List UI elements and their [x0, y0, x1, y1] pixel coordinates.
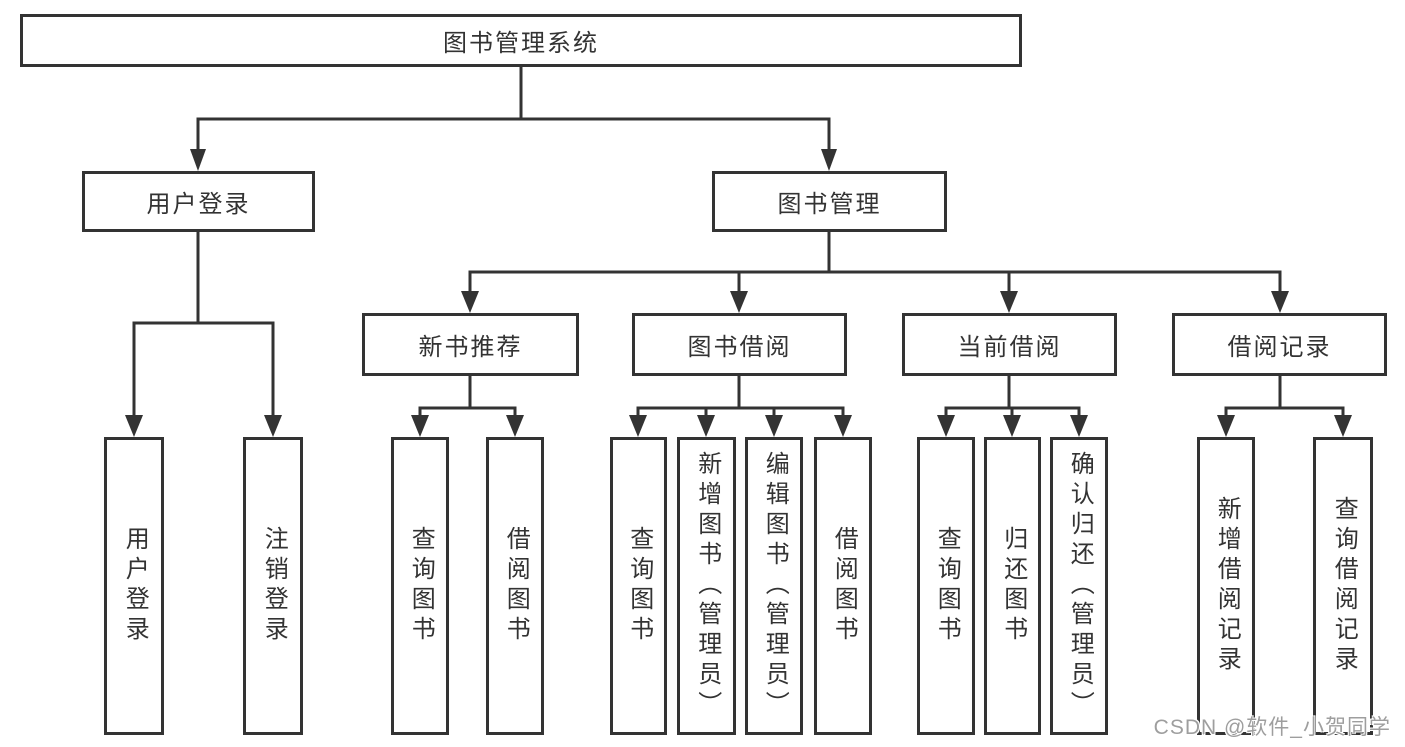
- arrow-down-icon: [190, 149, 206, 171]
- leaf-logout: 注销登录: [243, 437, 303, 735]
- connector-borrowrecords-to-leaves: [1217, 376, 1352, 437]
- leaf-user-login: 用户登录: [104, 437, 164, 735]
- arrow-down-icon: [125, 415, 143, 437]
- leaf-label: 新增图书（管理员）: [693, 451, 721, 721]
- node-label: 新书推荐: [418, 334, 523, 361]
- arrow-down-icon: [506, 415, 524, 437]
- leaf-borrow-book: 借阅图书: [814, 437, 872, 735]
- leaf-query-book-current: 查询图书: [917, 437, 975, 735]
- leaf-edit-book-admin: 编辑图书（管理员）: [745, 437, 803, 735]
- arrow-down-icon: [1334, 415, 1352, 437]
- leaf-add-book-admin: 新增图书（管理员）: [677, 437, 736, 735]
- leaf-label: 注销登录: [260, 526, 288, 646]
- leaf-label: 借阅图书: [830, 526, 858, 646]
- arrow-down-icon: [730, 291, 748, 313]
- arrow-down-icon: [697, 415, 715, 437]
- node-current-borrow: 当前借阅: [902, 313, 1117, 376]
- arrow-down-icon: [834, 415, 852, 437]
- leaf-query-borrow-record: 查询借阅记录: [1313, 437, 1373, 735]
- arrow-down-icon: [1003, 415, 1021, 437]
- leaf-label: 归还图书: [999, 526, 1027, 646]
- arrow-down-icon: [461, 291, 479, 313]
- arrow-down-icon: [765, 415, 783, 437]
- arrow-down-icon: [1217, 415, 1235, 437]
- connector-root-to-level2: [190, 67, 837, 171]
- connector-bookmgmt-to-level3: [461, 232, 1289, 313]
- leaf-label: 查询图书: [933, 526, 961, 646]
- leaf-query-book-borrow: 查询图书: [610, 437, 667, 735]
- watermark: CSDN @软件_小贺同学: [1153, 716, 1391, 739]
- arrow-down-icon: [1000, 291, 1018, 313]
- arrow-down-icon: [629, 415, 647, 437]
- leaf-label: 编辑图书（管理员）: [761, 451, 789, 721]
- node-label: 图书借阅: [687, 334, 792, 361]
- leaf-add-borrow-record: 新增借阅记录: [1197, 437, 1255, 735]
- node-book-borrow: 图书借阅: [632, 313, 847, 376]
- node-label: 图书管理系统: [443, 30, 599, 57]
- node-label: 当前借阅: [957, 334, 1062, 361]
- node-root-system: 图书管理系统: [20, 14, 1022, 67]
- arrow-down-icon: [937, 415, 955, 437]
- connector-userlogin-to-leaves: [125, 232, 282, 437]
- leaf-label: 用户登录: [121, 526, 149, 646]
- node-label: 用户登录: [146, 191, 251, 218]
- arrow-down-icon: [411, 415, 429, 437]
- leaf-label: 查询图书: [625, 526, 653, 646]
- leaf-label: 查询图书: [407, 526, 435, 646]
- node-borrow-records: 借阅记录: [1172, 313, 1387, 376]
- connector-bookborrow-to-leaves: [629, 376, 852, 437]
- connector-newbook-to-leaves: [411, 376, 524, 437]
- leaf-label: 借阅图书: [502, 526, 530, 646]
- leaf-query-book-newbook: 查询图书: [391, 437, 449, 735]
- leaf-return-book: 归还图书: [984, 437, 1041, 735]
- leaf-label: 新增借阅记录: [1213, 496, 1241, 676]
- leaf-label: 查询借阅记录: [1330, 496, 1358, 676]
- node-new-book-recommend: 新书推荐: [362, 313, 579, 376]
- arrow-down-icon: [821, 149, 837, 171]
- node-label: 图书管理: [777, 191, 882, 218]
- node-book-management: 图书管理: [712, 171, 947, 232]
- arrow-down-icon: [1070, 415, 1088, 437]
- arrow-down-icon: [1271, 291, 1289, 313]
- node-label: 借阅记录: [1227, 334, 1332, 361]
- leaf-label: 确认归还（管理员）: [1066, 451, 1094, 721]
- arrow-down-icon: [264, 415, 282, 437]
- leaf-borrow-book-newbook: 借阅图书: [486, 437, 544, 735]
- leaf-confirm-return-admin: 确认归还（管理员）: [1050, 437, 1108, 735]
- connector-currentborrow-to-leaves: [937, 376, 1088, 437]
- node-user-login: 用户登录: [82, 171, 315, 232]
